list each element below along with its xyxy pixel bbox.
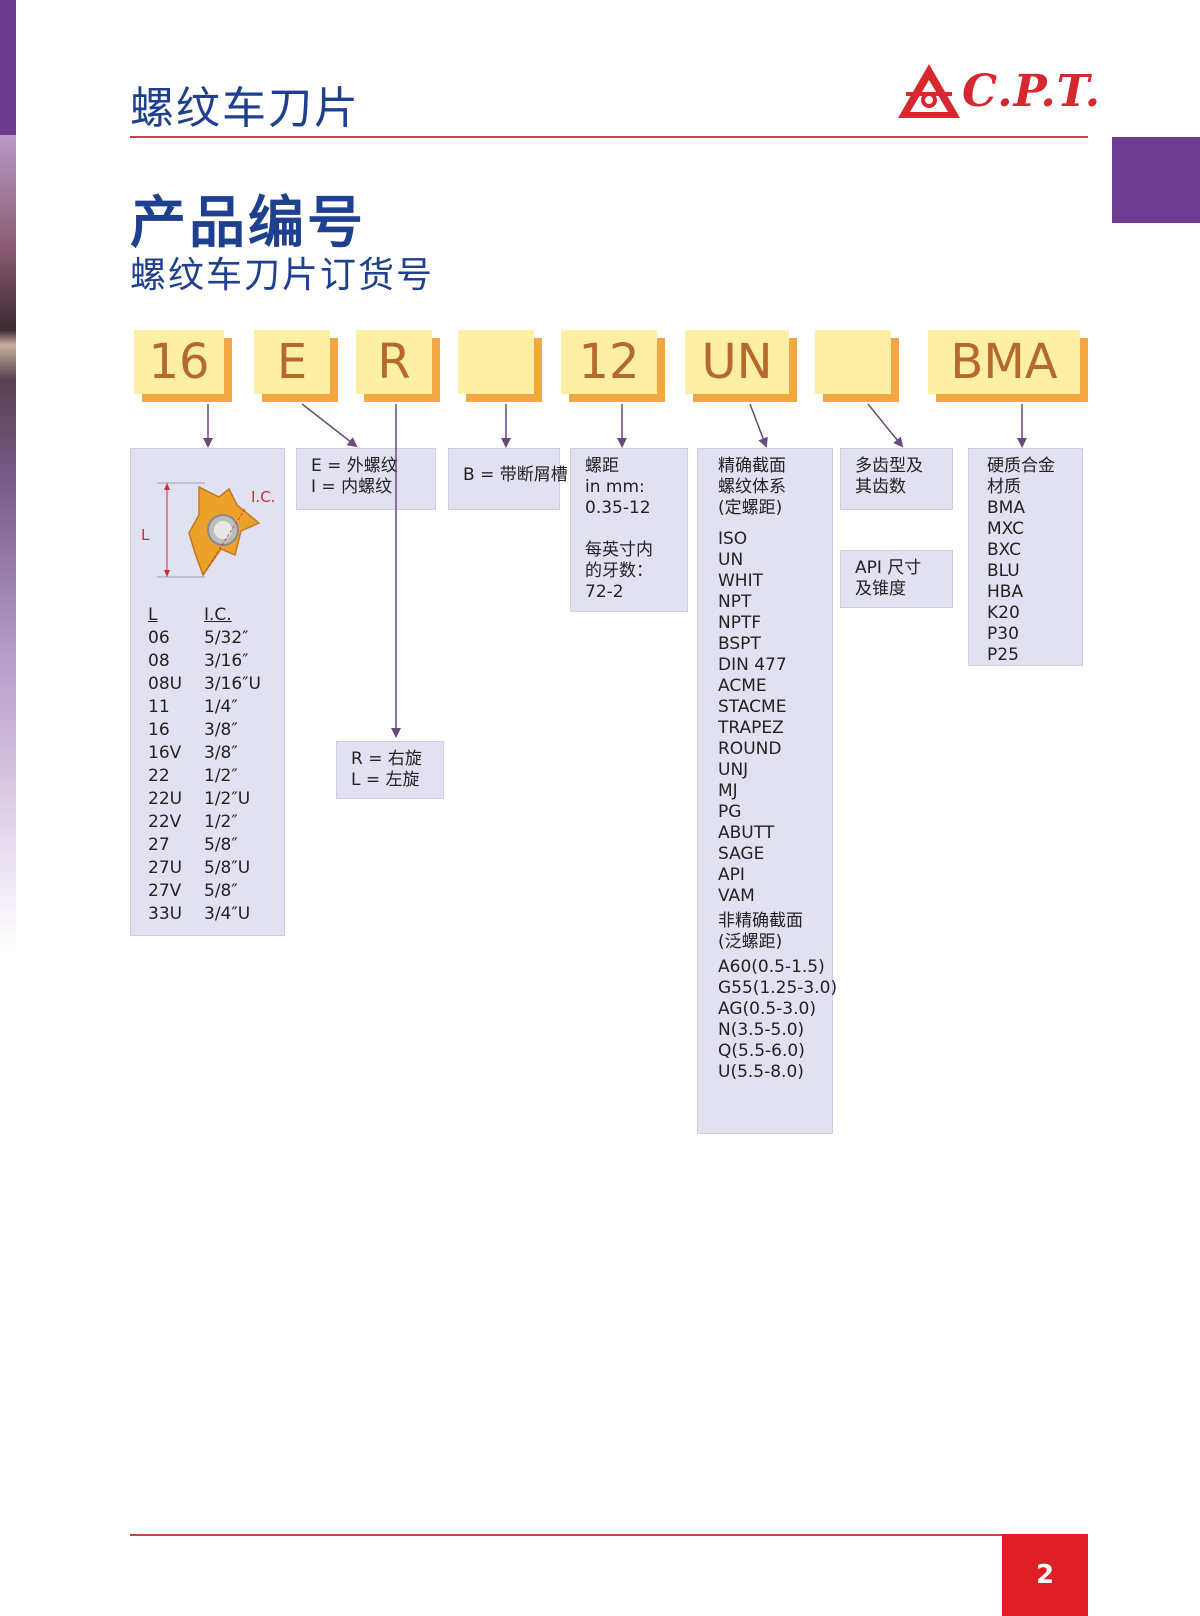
list-item: PG bbox=[718, 802, 742, 822]
logo-text: C.P.T. bbox=[962, 66, 1102, 117]
list-item: SAGE bbox=[718, 844, 765, 864]
list-item: HBA bbox=[987, 582, 1024, 602]
footer-divider bbox=[130, 1534, 1006, 1536]
logo-triangle-icon bbox=[898, 64, 960, 118]
code-box-profile: UN bbox=[685, 330, 797, 402]
list-item: AG(0.5-3.0) bbox=[718, 999, 816, 1019]
code-box-grade: BMA bbox=[928, 330, 1088, 402]
table-header: L I.C. bbox=[148, 605, 232, 625]
code-box-hand: R bbox=[356, 330, 440, 402]
list-item: BLU bbox=[987, 561, 1020, 581]
list-item: BXC bbox=[987, 540, 1021, 560]
page-subtitle: 螺纹车刀片订货号 bbox=[130, 255, 435, 296]
list-item: NPTF bbox=[718, 613, 762, 633]
insert-diagram-icon bbox=[157, 482, 261, 578]
page-title: 产品编号 bbox=[130, 191, 366, 256]
insert-label-l: L bbox=[141, 526, 150, 544]
size-panel: L I.C. bbox=[130, 448, 285, 936]
cpt-logo: C.P.T. bbox=[896, 62, 1100, 124]
code-box-pitch: 12 bbox=[561, 330, 665, 402]
list-item: BSPT bbox=[718, 634, 761, 654]
list-item: Q(5.5-6.0) bbox=[718, 1041, 805, 1061]
grade-panel: 硬质合金 材质 BMA MXC BXC BLU HBA K20 P30 P25 bbox=[968, 448, 1083, 666]
arrow-profile bbox=[749, 403, 768, 448]
list-item: K20 bbox=[987, 603, 1020, 623]
arrow-multi-tooth bbox=[867, 403, 904, 448]
list-item: TRAPEZ bbox=[718, 718, 784, 738]
code-box-chip-breaker bbox=[458, 330, 542, 402]
header-title: 螺纹车刀片 bbox=[130, 83, 360, 134]
list-item: P25 bbox=[987, 645, 1019, 665]
arrow-thread-type bbox=[301, 403, 358, 448]
list-item: API bbox=[718, 865, 745, 885]
code-box-thread-type: E bbox=[254, 330, 338, 402]
list-item: UNJ bbox=[718, 760, 749, 780]
header-divider bbox=[130, 136, 1088, 138]
multi-tooth-panel: 多齿型及 其齿数 bbox=[840, 448, 953, 510]
list-item: MXC bbox=[987, 519, 1024, 539]
list-item: NPT bbox=[718, 592, 752, 612]
list-item: ABUTT bbox=[718, 823, 775, 843]
list-item: ISO bbox=[718, 529, 748, 549]
list-item: N(3.5-5.0) bbox=[718, 1020, 805, 1040]
list-item: DIN 477 bbox=[718, 655, 787, 675]
list-item: ROUND bbox=[718, 739, 782, 759]
profile-panel: 精确截面 螺纹体系 (定螺距) ISO UN WHIT NPT NPTF BSP… bbox=[697, 448, 838, 1134]
list-item: G55(1.25-3.0) bbox=[718, 978, 838, 998]
pitch-panel: 螺距 in mm: 0.35-12 每英寸内 的牙数： 72-2 bbox=[570, 448, 688, 612]
list-item: U(5.5-8.0) bbox=[718, 1062, 804, 1082]
hand-panel: R = 右旋 L = 左旋 bbox=[336, 741, 444, 799]
list-item: P30 bbox=[987, 624, 1019, 644]
profile-partial-list: A60(0.5-1.5) G55(1.25-3.0) AG(0.5-3.0) N… bbox=[718, 957, 838, 1083]
list-item: ACME bbox=[718, 676, 767, 696]
list-item: VAM bbox=[718, 886, 755, 906]
list-item: MJ bbox=[718, 781, 738, 801]
section-tab bbox=[1112, 137, 1200, 223]
list-item: UN bbox=[718, 550, 744, 570]
code-box-size: 16 bbox=[134, 330, 232, 402]
list-item: BMA bbox=[987, 498, 1025, 518]
chip-breaker-panel: B = 带断屑槽 bbox=[448, 448, 568, 510]
left-decorative-strip bbox=[0, 0, 16, 1616]
api-taper-panel: API 尺寸 及锥度 bbox=[840, 550, 953, 608]
thread-type-panel: E = 外螺纹 I = 内螺纹 bbox=[296, 448, 436, 510]
list-item: A60(0.5-1.5) bbox=[718, 957, 825, 977]
page-number: 2 bbox=[1002, 1534, 1088, 1616]
list-item: WHIT bbox=[718, 571, 763, 591]
profile-full-list: ISO UN WHIT NPT NPTF BSPT DIN 477 ACME S… bbox=[718, 529, 822, 907]
insert-label-ic: I.C. bbox=[251, 488, 276, 506]
code-box-multi-tooth bbox=[815, 330, 899, 402]
list-item: STACME bbox=[718, 697, 787, 717]
